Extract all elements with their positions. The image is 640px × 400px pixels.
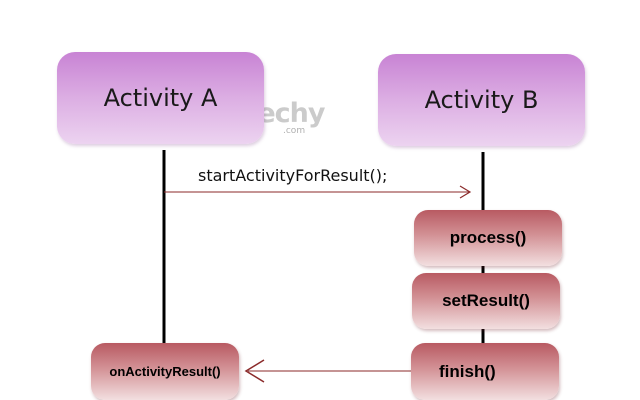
process-step-box: process(): [414, 210, 562, 266]
call-message-label: startActivityForResult();: [198, 166, 388, 185]
return-arrow-head: [244, 359, 265, 383]
activity-a-label: Activity A: [103, 84, 218, 112]
activity-b-label: Activity B: [424, 86, 539, 114]
on-activity-result-box: onActivityResult(): [91, 343, 239, 400]
set-result-step-label: setResult(): [442, 291, 530, 310]
activity-b-box: Activity B: [378, 54, 585, 146]
finish-step-box: finish(): [411, 343, 559, 400]
process-step-label: process(): [449, 228, 527, 247]
finish-step-label: finish(): [439, 361, 496, 381]
on-activity-result-label: onActivityResult(): [109, 364, 221, 379]
call-arrow-head: [459, 185, 472, 199]
activity-a-box: Activity A: [57, 52, 264, 144]
set-result-step-box: setResult(): [412, 273, 560, 329]
